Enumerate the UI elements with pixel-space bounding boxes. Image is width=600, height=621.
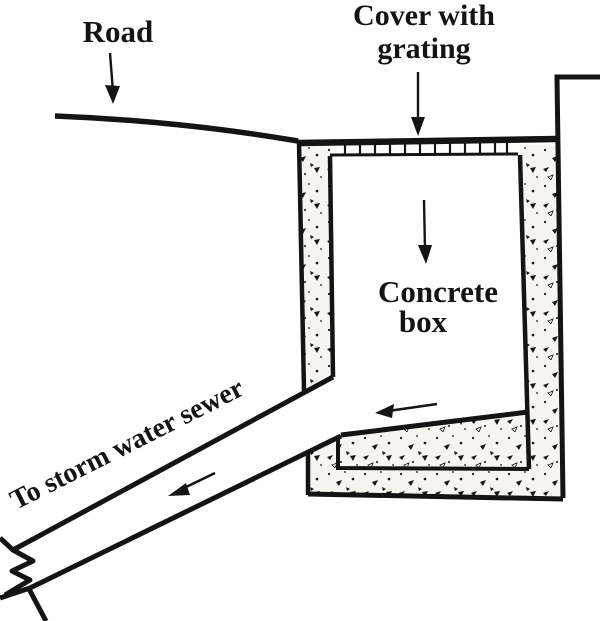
- pipe-break-icon: [3, 547, 36, 598]
- floor-flow-arrow-icon: [375, 402, 438, 418]
- cover-top-line: [296, 135, 558, 147]
- concrete-box-label-line1: Concrete: [378, 274, 498, 309]
- left-wall-concrete: [301, 145, 333, 391]
- pipe-break-lower-line: [25, 585, 49, 621]
- grating-bars: [343, 140, 509, 155]
- road-surface-line: [54, 113, 299, 144]
- floor-surface-line: [340, 409, 529, 438]
- pipe-flow-arrow-icon: [168, 471, 216, 496]
- left-wall-outer-line: [296, 141, 307, 392]
- cover-grating-label-line1: Cover with: [353, 0, 495, 32]
- road-label: Road: [83, 14, 154, 49]
- left-wall-inner-line: [327, 155, 336, 378]
- cover-arrow-icon: [411, 72, 425, 136]
- right-wall-inner-line: [517, 154, 532, 470]
- road-arrow-icon: [105, 52, 120, 104]
- grating-bottom-line: [329, 152, 519, 157]
- concrete-box-arrow-icon: [418, 199, 432, 264]
- curb-and-right-wall-outer-line: [554, 74, 600, 499]
- cover-grating-label-line2: grating: [377, 32, 470, 65]
- pipe-lower-wall-line: [0, 433, 343, 601]
- concrete-box-label-line2: box: [399, 304, 448, 339]
- floor-slab-inner-outline: [336, 437, 530, 471]
- right-wall-and-floor-concrete: [309, 145, 562, 498]
- base-bottom-line: [307, 491, 564, 502]
